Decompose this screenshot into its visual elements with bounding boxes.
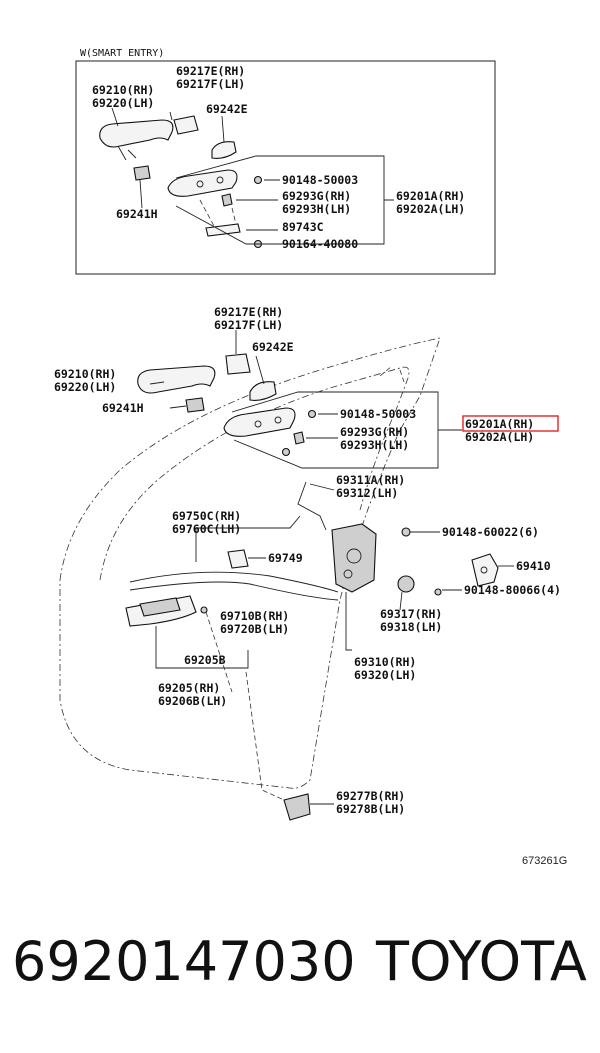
label-90148-60022: 90148-60022(6)	[442, 525, 539, 539]
inset-label-69220: 69220(LH)	[92, 96, 154, 110]
label-69311a: 69311A(RH)	[336, 473, 405, 487]
footer: 6920147030 TOYOTA	[0, 930, 600, 1020]
door-inner-outline	[99, 366, 410, 581]
inset-label-69210: 69210(RH)	[92, 83, 154, 97]
rod-shape	[293, 431, 305, 445]
label-69320: 69320(LH)	[354, 668, 416, 682]
label-69710b: 69710B(RH)	[220, 609, 289, 623]
label-90148-80066: 90148-80066(4)	[464, 583, 561, 597]
inset-label-69241h: 69241H	[116, 207, 158, 221]
cable-upper	[129, 571, 339, 593]
inner-handle-shape	[125, 595, 197, 627]
frame-shape	[223, 407, 296, 437]
label-69749: 69749	[268, 551, 303, 565]
pad-shape	[249, 381, 277, 401]
striker-shape	[471, 553, 499, 587]
inside-cap-shape	[283, 793, 311, 821]
label-69750c: 69750C(RH)	[172, 509, 241, 523]
inset-label-69217e: 69217E(RH)	[176, 64, 245, 78]
label-69220: 69220(LH)	[54, 380, 116, 394]
label-69217e: 69217E(RH)	[214, 305, 283, 319]
door-lock-shape	[331, 523, 377, 593]
door-outline	[59, 337, 441, 789]
label-69201a-highlighted[interactable]: 69201A(RH)	[465, 417, 534, 431]
label-69410: 69410	[516, 559, 551, 573]
inset-outer-handle-shape	[99, 119, 174, 161]
inset-title: W(SMART ENTRY)	[80, 48, 164, 59]
inset-cover-shape	[133, 165, 151, 181]
screw-striker-shape	[434, 588, 442, 596]
inset-label-89743c: 89743C	[282, 220, 324, 234]
window-mark	[379, 365, 405, 383]
inset-pad-shape	[211, 141, 237, 159]
inset-label-69293g: 69293G(RH)	[282, 189, 351, 203]
inset-frame-shape	[167, 169, 238, 197]
inset-label-90148-50003: 90148-50003	[282, 173, 358, 187]
label-69278b: 69278B(LH)	[336, 802, 405, 816]
cover-shape	[185, 397, 205, 413]
label-69210: 69210(RH)	[54, 367, 116, 381]
bolt-a-shape	[307, 409, 317, 419]
label-69318: 69318(LH)	[380, 620, 442, 634]
highlight-box	[462, 415, 559, 432]
label-69760c: 69760C(LH)	[172, 522, 241, 536]
label-69293g: 69293G(RH)	[340, 425, 409, 439]
inset-label-90164-40080: 90164-40080	[282, 237, 358, 251]
label-90148-50003: 90148-50003	[340, 407, 416, 421]
label-69205b: 69205B	[184, 653, 226, 667]
label-69241h: 69241H	[102, 401, 144, 415]
label-69317: 69317(RH)	[380, 607, 442, 621]
cushion-shape	[397, 575, 415, 593]
inset-dash-guides	[199, 199, 237, 227]
link-rod-shape	[297, 481, 327, 531]
inset-bolt-a-shape	[253, 175, 263, 185]
inset-rod-shape	[221, 193, 233, 207]
label-69242e: 69242E	[252, 340, 294, 354]
screw-lock-shape	[401, 527, 411, 537]
label-69310: 69310(RH)	[354, 655, 416, 669]
inset-label-69293h: 69293H(LH)	[282, 202, 351, 216]
clamp-shape	[227, 549, 249, 569]
label-69206b: 69206B(LH)	[158, 694, 227, 708]
inset-cap-shape	[173, 115, 199, 135]
bezel-shape	[200, 606, 208, 614]
label-69293h: 69293H(LH)	[340, 438, 409, 452]
reference-code: 673261G	[522, 855, 568, 867]
inset-clip-shape	[205, 223, 241, 237]
part-number: 6920147030	[12, 930, 356, 993]
outer-handle-shape	[137, 365, 216, 394]
label-69205: 69205(RH)	[158, 681, 220, 695]
cable-lower	[129, 581, 339, 601]
label-69312: 69312(LH)	[336, 486, 398, 500]
inset-label-69202a: 69202A(LH)	[396, 202, 465, 216]
inset-label-69242e: 69242E	[206, 102, 248, 116]
inset-label-69217f: 69217F(LH)	[176, 77, 245, 91]
label-69720b: 69720B(LH)	[220, 622, 289, 636]
label-69277b: 69277B(RH)	[336, 789, 405, 803]
bolt-b-shape	[281, 447, 291, 457]
label-69202a: 69202A(LH)	[465, 430, 534, 444]
cap-dash-guide	[245, 671, 285, 801]
exploded-view-drawing: W(SMART ENTRY) 69217E(RH) 69217F(LH) 692…	[54, 48, 561, 821]
label-69217f: 69217F(LH)	[214, 318, 283, 332]
brand-name: TOYOTA	[376, 930, 587, 993]
inset-frame	[75, 60, 496, 275]
inset-label-69201a: 69201A(RH)	[396, 189, 465, 203]
cap-shape	[225, 353, 251, 375]
